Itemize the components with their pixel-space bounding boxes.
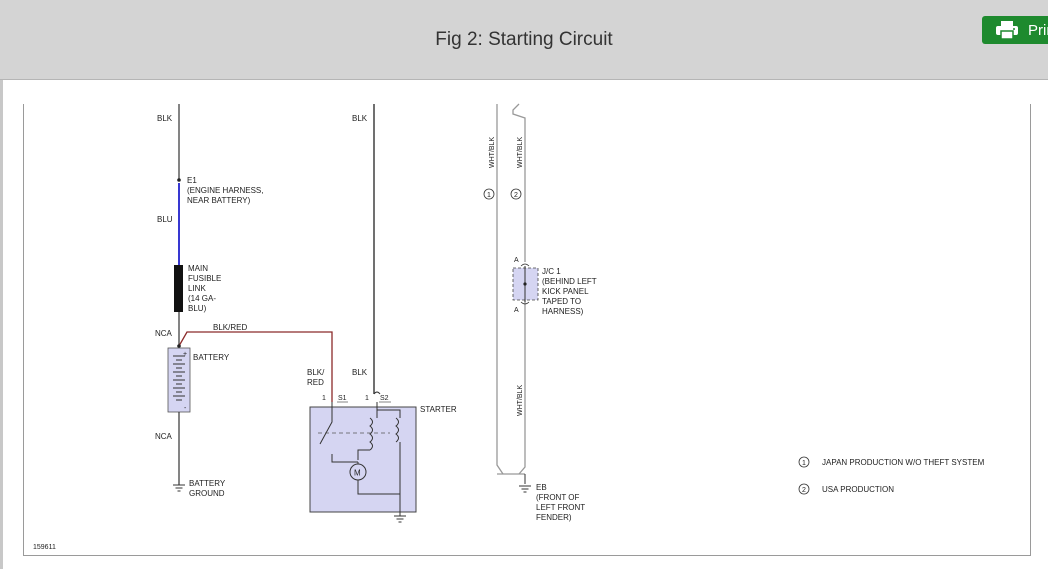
jc1-line-4: TAPED TO (542, 297, 581, 306)
battery-ground-icon (173, 484, 185, 492)
battery-plus: + (183, 351, 187, 358)
ground-eb-icon (519, 485, 531, 493)
jc1-line-5: HARNESS) (542, 307, 584, 316)
legend-text-2: USA PRODUCTION (822, 485, 894, 494)
wire-wht-blk-pair (496, 103, 526, 475)
battery-minus: - (184, 405, 187, 412)
jc1-line-2: (BEHIND LEFT (542, 277, 597, 286)
fusible-link-line-2: FUSIBLE (188, 274, 221, 283)
battery-ground-line-1: BATTERY (189, 479, 226, 488)
fusible-link-line-3: LINK (188, 284, 206, 293)
wire-label-nca-top: NCA (155, 329, 173, 338)
diagram-frame (23, 104, 1031, 556)
wire-label-blu: BLU (157, 215, 173, 224)
legend-marker-2: 2 (802, 487, 806, 494)
starter-label: STARTER (420, 405, 457, 414)
starter-motor-label: M (354, 469, 361, 478)
wire-label-nca-bottom: NCA (155, 432, 173, 441)
starter-pin-s1: S1 (338, 395, 347, 402)
wire-label-blk-top-left: BLK (157, 114, 173, 123)
starter-ground-icon (394, 515, 406, 523)
marker-2: 2 (514, 192, 518, 199)
jc1-pin-bottom: A (514, 307, 519, 314)
legend-marker-1-icon (798, 456, 810, 468)
connector-e1-dot (177, 178, 181, 182)
page-title: Fig 2: Starting Circuit (435, 29, 613, 50)
jc1-pin-top: A (514, 257, 519, 264)
print-button[interactable]: Print (982, 16, 1048, 44)
ground-eb-line-1: EB (536, 483, 547, 492)
marker-1: 1 (487, 192, 491, 199)
page-header: Fig 2: Starting Circuit Print (0, 0, 1048, 80)
starter-pin-s2-num: 1 (365, 395, 369, 402)
ground-eb-line-3: LEFT FRONT (536, 503, 585, 512)
legend-marker-1: 1 (802, 460, 806, 467)
fusible-link-line-4: (14 GA- (188, 294, 216, 303)
window-left-edge (0, 0, 3, 569)
battery-ground-line-2: GROUND (189, 489, 225, 498)
print-label: Print (1028, 21, 1048, 39)
wire-label-wht-blk-3: WHT/BLK (517, 385, 524, 416)
wire-label-blk-top-mid: BLK (352, 114, 368, 123)
wire-label-blk-red: BLK/RED (213, 323, 247, 332)
ground-eb-line-4: FENDER) (536, 513, 572, 522)
connector-e1-desc-2: NEAR BATTERY) (187, 196, 251, 205)
fusible-link-line-1: MAIN (188, 264, 208, 273)
printer-icon (996, 21, 1018, 39)
jc1-line-1: J/C 1 (542, 267, 561, 276)
battery-label: BATTERY (193, 353, 230, 362)
jc1-line-3: KICK PANEL (542, 287, 589, 296)
starter-pin-s2: S2 (380, 395, 389, 402)
ground-eb-line-2: (FRONT OF (536, 493, 580, 502)
wire-label-blk-mid: BLK (352, 368, 368, 377)
starter-pin-s1-num: 1 (322, 395, 326, 402)
marker-1-icon (483, 188, 495, 200)
figure-number: 159611 (33, 544, 56, 551)
legend-text-1: JAPAN PRODUCTION W/O THEFT SYSTEM (822, 458, 985, 467)
wire-label-blk-red-vert-2: RED (307, 378, 324, 387)
wire-label-blk-red-vert-1: BLK/ (307, 368, 325, 377)
fusible-link-line-5: BLU) (188, 304, 207, 313)
connector-e1-name: E1 (187, 176, 197, 185)
splice-dot (177, 344, 181, 348)
main-fusible-link (174, 265, 183, 312)
legend-marker-2-icon (798, 483, 810, 495)
connector-e1-desc-1: (ENGINE HARNESS, (187, 186, 263, 195)
wire-label-wht-blk-1: WHT/BLK (489, 137, 496, 168)
starter-internals (319, 391, 401, 512)
battery-cells (173, 355, 185, 401)
wire-blk-red (178, 331, 333, 402)
wire-label-wht-blk-2: WHT/BLK (517, 137, 524, 168)
marker-2-icon (510, 188, 522, 200)
